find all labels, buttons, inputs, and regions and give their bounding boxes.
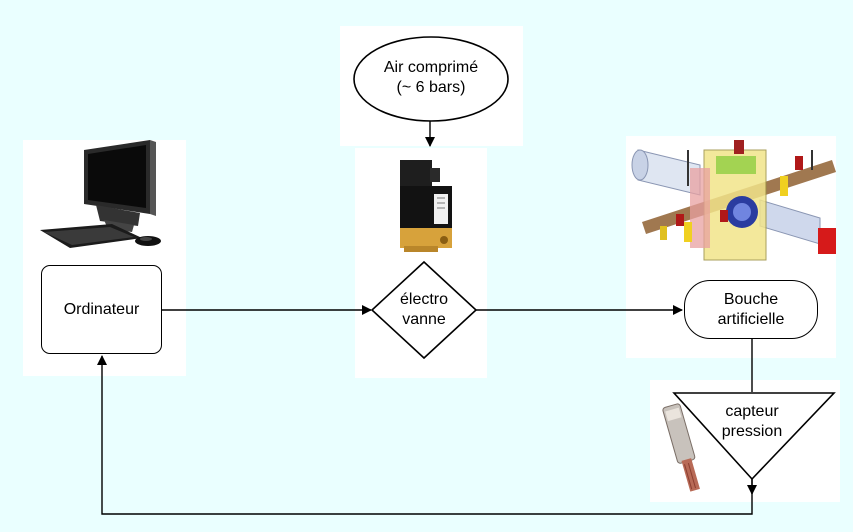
- air-label-line1: Air comprimé: [383, 59, 479, 76]
- air-node-shape: [353, 36, 509, 122]
- computer-node: Ordinateur: [41, 265, 162, 354]
- valve-label-line2: vanne: [402, 311, 446, 328]
- sensor-node-shape: [672, 392, 836, 481]
- sensor-label-line1: capteur: [725, 403, 779, 420]
- mouth-label-line1: Bouche: [723, 290, 779, 308]
- valve-label: électro vanne: [374, 290, 474, 330]
- sensor-label-line2: pression: [721, 423, 783, 440]
- computer-label: Ordinateur: [63, 300, 140, 318]
- air-label: Air comprimé (~ 6 bars): [354, 58, 508, 98]
- sensor-label: capteur pression: [694, 402, 810, 442]
- arrow-sensor-to-computer: [97, 355, 753, 515]
- mouth-label-line2: artificielle: [717, 310, 785, 328]
- air-label-line2: (~ 6 bars): [396, 79, 466, 96]
- mouth-node: Bouche artificielle: [684, 280, 818, 339]
- valve-node-shape: [370, 260, 478, 360]
- valve-label-line1: électro: [399, 291, 449, 308]
